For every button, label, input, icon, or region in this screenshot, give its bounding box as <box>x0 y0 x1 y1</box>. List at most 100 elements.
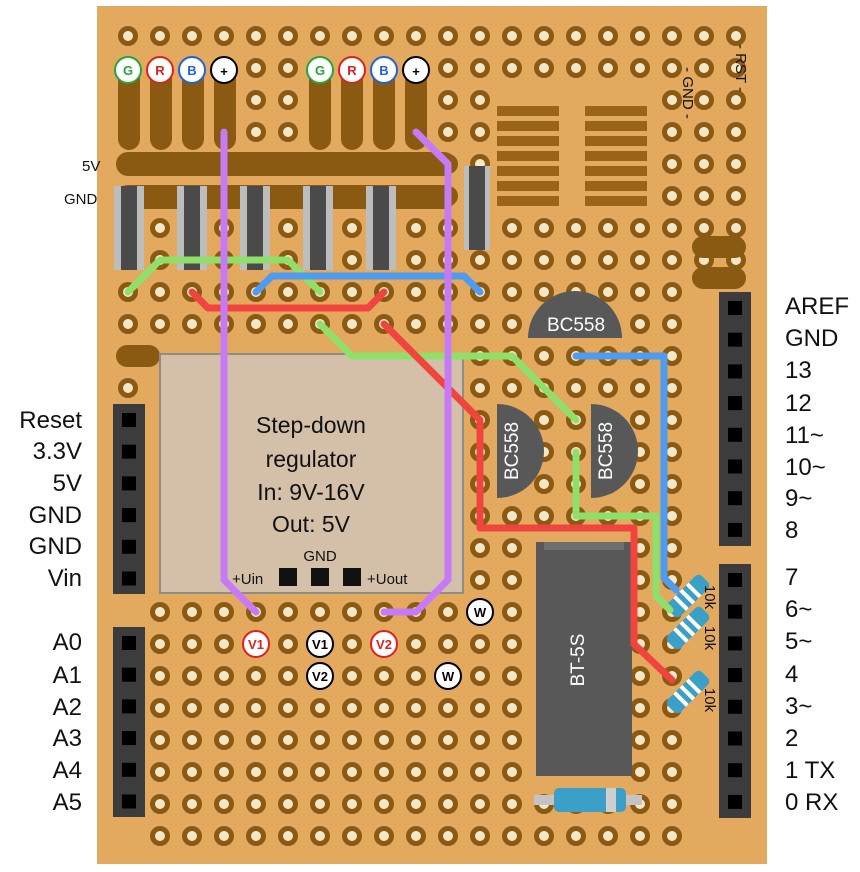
pad-marker: W <box>466 598 494 626</box>
pad-hole <box>219 831 229 841</box>
header-pin <box>122 508 136 523</box>
header-pin <box>122 667 136 682</box>
smd-pad <box>585 136 647 146</box>
pad-hole <box>475 319 485 329</box>
pin-label-d7: 7 <box>785 564 798 591</box>
transistor-label: BC558 <box>596 422 617 480</box>
pad-hole <box>571 223 581 233</box>
mosfet <box>303 186 333 270</box>
resistor-label: 10k <box>701 688 718 713</box>
pin-label-a0: A0 <box>53 629 82 656</box>
pin-label-aref: AREF <box>785 293 849 320</box>
header-pin <box>728 699 742 714</box>
pad-hole <box>443 607 453 617</box>
pad-hole <box>411 223 421 233</box>
pad-hole <box>635 831 645 841</box>
pad-hole <box>507 383 517 393</box>
pad-hole <box>347 639 357 649</box>
pad-hole <box>635 767 645 777</box>
pin-label-d2: 2 <box>785 725 798 752</box>
pad-hole <box>379 831 389 841</box>
pad-hole <box>603 63 613 73</box>
pad-hole <box>507 319 517 329</box>
pad-hole <box>475 831 485 841</box>
smd-pad <box>497 166 559 176</box>
pad-hole <box>379 799 389 809</box>
pad-hole <box>411 287 421 297</box>
regulator-board <box>159 353 464 594</box>
regulator-pin <box>279 568 297 586</box>
pad-hole <box>507 543 517 553</box>
pad-hole <box>155 767 165 777</box>
pad-hole <box>411 703 421 713</box>
left-analog-labels: A0 A1 A2 A3 A4 A5 <box>53 629 82 816</box>
smd-pad <box>497 136 559 146</box>
pad-hole <box>667 543 677 553</box>
pad-hole <box>187 319 197 329</box>
pad-hole <box>571 383 581 393</box>
pad-hole <box>667 319 677 329</box>
strip-vertical <box>150 62 172 150</box>
pad-hole <box>635 703 645 713</box>
header-digital-high <box>719 292 751 546</box>
left-power-labels: Reset 3.3V 5V GND GND Vin <box>19 407 82 592</box>
wire-blue <box>252 272 484 296</box>
pin-label-gnd: GND <box>29 502 82 529</box>
pad-hole <box>667 415 677 425</box>
pad-hole <box>635 671 645 681</box>
led-badge-text: + <box>412 64 420 79</box>
pad-hole <box>507 735 517 745</box>
pad-hole <box>411 639 421 649</box>
pad-hole <box>411 831 421 841</box>
pad-hole <box>347 287 357 297</box>
pad-hole <box>283 671 293 681</box>
mosfet <box>366 186 396 270</box>
pad-hole <box>283 223 293 233</box>
pad-hole <box>315 767 325 777</box>
pad-hole <box>667 63 677 73</box>
wire-green <box>316 320 580 424</box>
transistor-top: BC558 <box>528 291 622 338</box>
step-down-regulator: Step-down regulator In: 9V-16V Out: 5V +… <box>159 353 464 594</box>
pin-label-vin: Vin <box>48 565 82 592</box>
pad-hole <box>379 671 389 681</box>
pin-label-3v3: 3.3V <box>33 438 82 465</box>
header-pin <box>728 459 742 474</box>
pad-hole <box>667 127 677 137</box>
pad-hole <box>667 831 677 841</box>
pad-hole <box>507 799 517 809</box>
strip-row <box>692 267 746 289</box>
led-badge-text: + <box>220 64 228 79</box>
pad-hole <box>571 831 581 841</box>
smd-pad <box>497 121 559 131</box>
pad-marker-text: W <box>474 605 487 620</box>
pad-hole <box>219 703 229 713</box>
right-top-labels: AREF GND 13 12 11~ 10~ 9~ 8 <box>785 293 849 544</box>
pad-hole <box>187 31 197 41</box>
led-badge-text: R <box>155 63 165 78</box>
transistor-label: BC558 <box>547 315 605 336</box>
strip-vertical <box>405 62 427 150</box>
smd-pad <box>585 166 647 176</box>
pad-hole <box>507 671 517 681</box>
mosfet <box>240 186 270 270</box>
led-badge: G <box>114 56 142 84</box>
pad-hole <box>443 799 453 809</box>
strip-5v <box>116 152 456 176</box>
mosfet <box>114 186 144 270</box>
pad-hole <box>219 735 229 745</box>
pad-hole <box>347 255 357 265</box>
pad-hole <box>251 63 261 73</box>
pad-hole <box>315 831 325 841</box>
pad-hole <box>155 319 165 329</box>
resistors: 10k 10k 10k <box>666 574 718 714</box>
pad-hole <box>699 95 709 105</box>
pad-hole <box>475 799 485 809</box>
pad-hole <box>667 95 677 105</box>
header-pin <box>728 332 742 347</box>
header-pin <box>122 731 136 746</box>
pad-hole <box>603 31 613 41</box>
pad-hole <box>475 63 485 73</box>
pad-hole <box>219 767 229 777</box>
strip-vertical <box>309 62 331 150</box>
